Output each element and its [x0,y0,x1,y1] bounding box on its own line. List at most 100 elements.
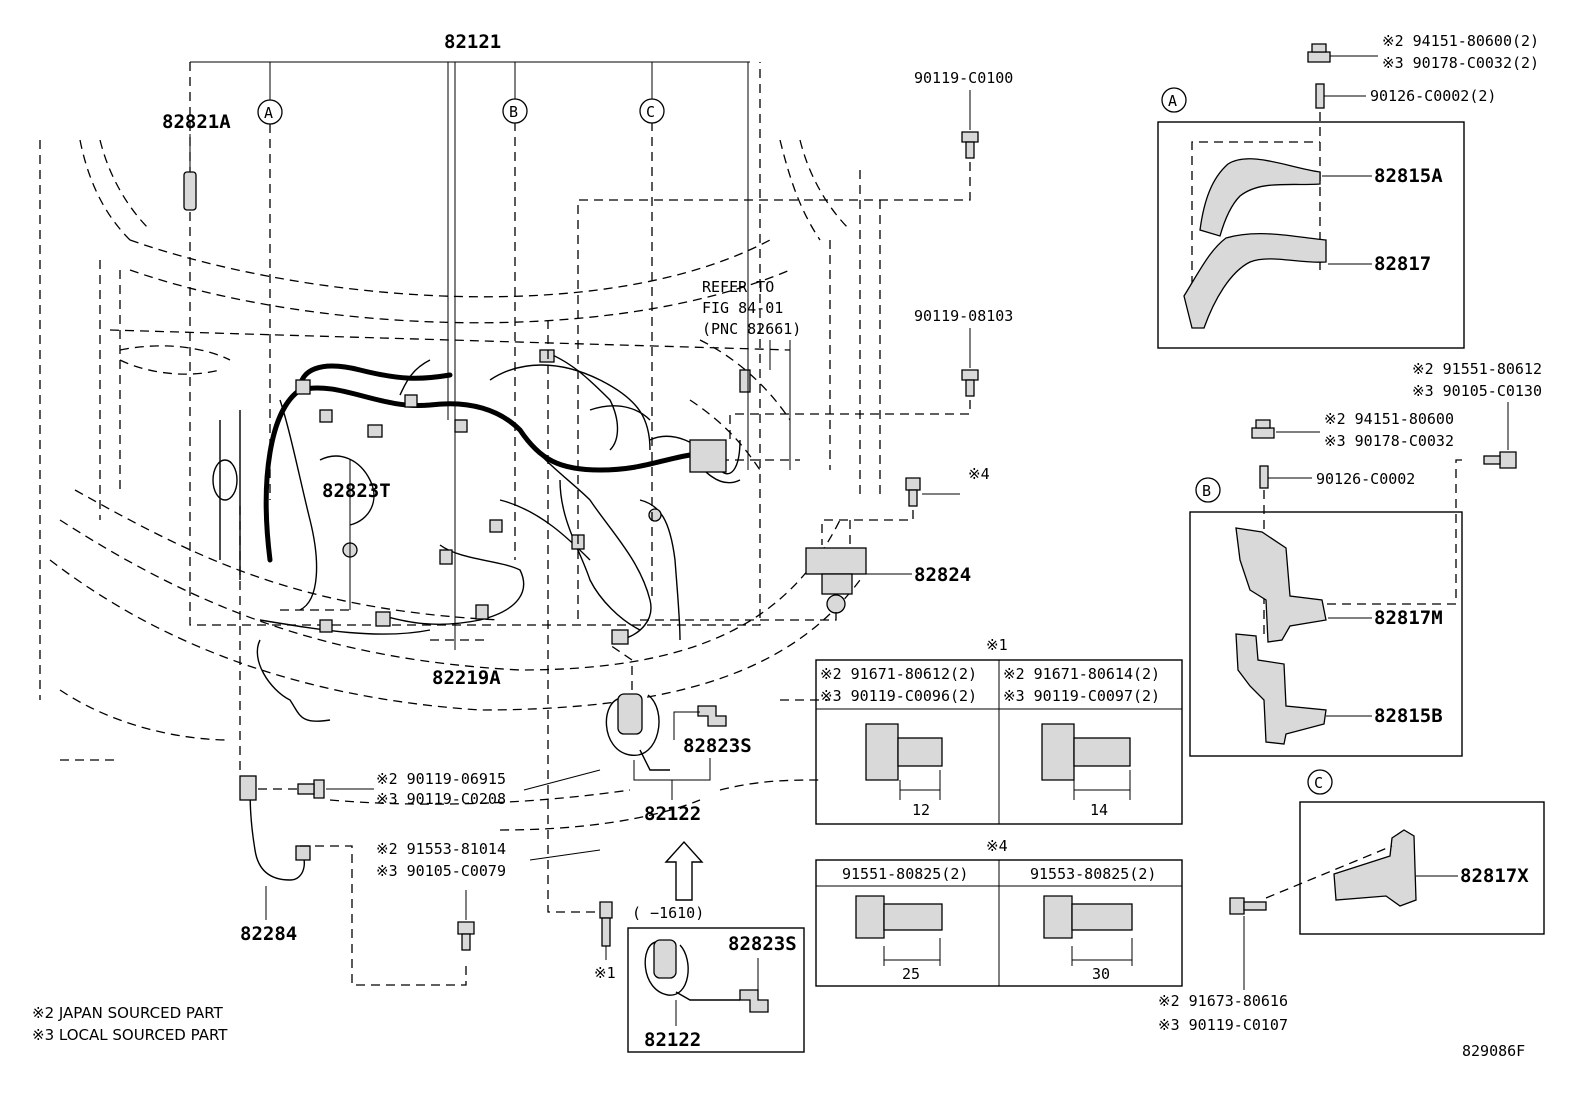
table1-bolt-1-icon [865,723,943,800]
main-wiring-harness [212,349,751,722]
label-82284: 82284 [240,923,297,945]
section-a-box [1157,121,1465,349]
section-a-dash [1191,141,1320,300]
section-b-box [1189,511,1463,757]
part-82824 [805,547,867,614]
harness-callout-c: C [639,98,665,124]
section-b-callout: B [1195,477,1221,503]
label-82815a: 82815A [1374,165,1443,187]
leader-82823s [673,711,700,740]
section-c-dash [1265,845,1393,899]
label-82823t: 82823T [322,480,391,502]
section-c-callout-letter: C [1314,774,1323,792]
table1-dim-1: 12 [912,801,930,819]
label-82121: 82121 [444,31,501,53]
table4-dim-1: 25 [902,965,920,983]
section-b-nut-icon [1251,419,1275,439]
section-a-stud: 90126-C0002(2) [1370,87,1496,105]
section-c-box [1299,801,1545,935]
section-a-nut-icon [1307,43,1331,63]
label-82824: 82824 [914,564,971,586]
label-mark-4: ※4 [968,465,990,483]
diagram-id: 829086F [1462,1042,1525,1060]
table1-c1r2: ※3 90119-C0096(2) [820,687,977,705]
section-c-bolt-icon [1229,897,1267,915]
bolt-90119-06915-icon [297,779,325,799]
table4-dim-2: 30 [1092,965,1110,983]
refer-line-1: REFER TO [702,278,774,296]
leader-dash-pair2 [300,845,467,986]
leader-dash-82824 [640,612,837,621]
bolt-90119-08103-icon [961,369,979,397]
label-pair2-line2: ※3 90105-C0079 [376,862,506,880]
table4-bolt-1-icon [855,895,943,966]
label-82122-inset: 82122 [644,1029,701,1051]
leader-refer [769,340,791,470]
refer-line-2: FIG 84-01 [702,299,783,317]
leader-dash-c0100 [577,162,971,620]
table1-title: ※1 [986,636,1008,654]
table1-dim-2: 14 [1090,801,1108,819]
section-c-bolt2: ※3 90119-C0107 [1158,1016,1288,1034]
bolt-90105-c0079-icon [457,921,475,951]
label-90119-08103: 90119-08103 [914,307,1013,325]
label-82817m: 82817M [1374,607,1443,629]
harness-callout-c-letter: C [646,103,655,121]
label-mark-1: ※1 [594,964,616,982]
section-c-callout: C [1307,769,1333,795]
bolt-90119-c0100-icon [961,131,979,159]
section-a-callout-letter: A [1168,92,1177,110]
section-b-nut1: ※2 94151-80600 [1324,410,1454,428]
label-fig-ref: ( −1610) [632,904,704,922]
inset-box [627,927,805,1053]
section-b-dash-h [1300,459,1462,605]
section-b-stud-icon [1259,465,1269,489]
part-82817m [1235,527,1327,643]
table1-c2r2: ※3 90119-C0097(2) [1003,687,1160,705]
refer-line-3: (PNC 82661) [702,320,801,338]
leader-06915-b [523,769,601,791]
label-82823s-inset: 82823S [728,933,797,955]
label-90119-c0100: 90119-C0100 [914,69,1013,87]
refer-to-note: REFER TO FIG 84-01 (PNC 82661) [702,278,801,338]
harness-callout-b-letter: B [509,103,518,121]
part-82815a [1199,158,1321,237]
leader-dash-mark-1 [547,320,598,913]
label-pair2-line1: ※2 91553-81014 [376,840,506,858]
section-a-stud-icon [1315,83,1325,109]
bolt-mark-4-icon [905,477,921,507]
up-arrow-icon [664,840,704,901]
label-82122: 82122 [644,803,701,825]
section-b-bolt2: ※3 90105-C0130 [1412,382,1542,400]
part-82817 [1183,233,1327,329]
label-82821a: 82821A [162,111,231,133]
part-82122-sensor [605,693,670,771]
section-a-nut1: ※2 94151-80600(2) [1382,32,1539,50]
note-local-sourced: ※3 LOCAL SOURCED PART [32,1026,228,1044]
harness-callout-b: B [502,98,528,124]
leader-pair2-b [529,849,601,861]
section-b-bolt-icon [1483,451,1517,469]
part-82823s-inset [739,989,769,1013]
harness-callout-a: A [257,99,283,125]
table4-c2: 91553-80825(2) [1030,865,1156,883]
label-pair1-line1: ※2 90119-06915 [376,770,506,788]
engine-bay-outline [39,139,881,831]
table4-title: ※4 [986,837,1008,855]
label-82219a: 82219A [432,667,501,689]
bolt-mark-1-icon [599,901,613,947]
table4-bolt-2-icon [1043,895,1133,966]
section-b-bolt1: ※2 91551-80612 [1412,360,1542,378]
leader-lines-82121 [269,62,749,650]
section-c-bolt1: ※2 91673-80616 [1158,992,1288,1010]
part-82817x [1333,829,1417,907]
table4 [815,859,1183,987]
part-82821a [183,171,197,211]
label-82823s: 82823S [683,735,752,757]
table4-c1: 91551-80825(2) [842,865,968,883]
table1-c2r1: ※2 91671-80614(2) [1003,665,1160,683]
label-pair1-line2: ※3 90119-C0208 [376,790,506,808]
table1 [815,659,1183,825]
harness-callout-a-letter: A [264,104,273,122]
